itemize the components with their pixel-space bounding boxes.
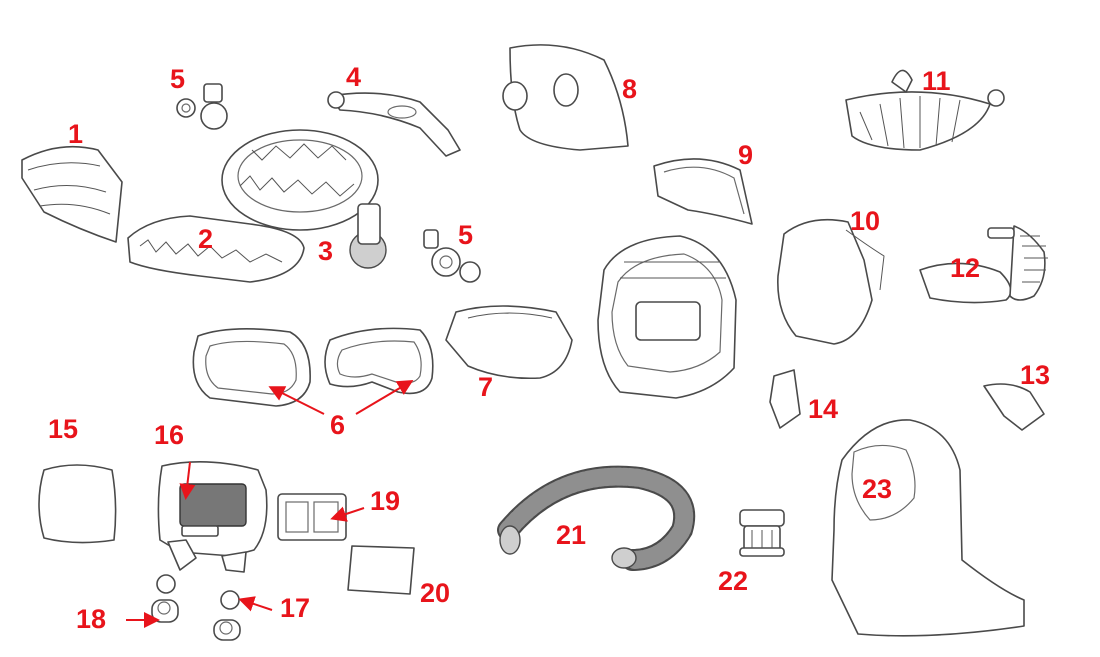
part-19-inner-lens [277,493,347,541]
callout-label-15: 15 [48,414,79,444]
part-17-battery-holder [213,590,241,641]
callout-label-8: 8 [622,74,638,104]
part-9-hood [653,158,753,225]
part-5-knob-bottom [423,229,481,283]
part-21-breathing-tube [497,465,696,571]
callout-label-18: 18 [76,604,107,634]
part-8-outer-shell [502,44,629,151]
callout-label-9: 9 [738,140,754,170]
part-3-head-harness [221,129,387,269]
callout-label-21: 21 [556,520,587,550]
part-13-small-clip [983,383,1045,431]
callout-label-7: 7 [478,372,494,402]
callout-label-23: 23 [862,474,893,504]
part-4-top-strap [327,91,461,157]
part-11-face-seal [845,69,1005,151]
part-16-adf-cassette [157,461,268,573]
callout-label-17: 17 [280,593,311,623]
callout-label-16: 16 [154,420,185,450]
part-10-head-cover [777,218,885,345]
part-18-battery-holder [151,574,179,623]
callout-label-10: 10 [850,206,881,236]
callout-label-3: 3 [318,236,334,266]
part-6-gaskets [192,327,434,415]
part-22-filter-canister [739,509,785,557]
welding-helmet-assembly [597,235,737,399]
callout-label-2: 2 [198,224,214,254]
callout-label-13: 13 [1020,360,1051,390]
callout-label-5-top: 5 [170,64,186,94]
part-20-filter-plate [347,545,415,595]
callout-label-4: 4 [346,62,362,92]
callout-label-6: 6 [330,410,346,440]
callout-label-14: 14 [808,394,839,424]
part-23-full-hood [831,419,1025,637]
callout-label-22: 22 [718,566,749,596]
callout-label-12: 12 [950,253,981,283]
callout-label-19: 19 [370,486,401,516]
callout-label-11: 11 [922,66,951,96]
part-2-sweatband [127,215,305,283]
part-14-strap-piece [769,369,801,429]
part-12-air-adaptor [919,225,1048,304]
part-5-knob-top [176,83,228,130]
part-1-front-cover [21,145,123,243]
part-7-visor-lens [445,305,573,380]
part-15-cover-lens [38,464,117,544]
callout-label-5-bottom: 5 [458,220,474,250]
callout-label-20: 20 [420,578,451,608]
callout-label-1: 1 [68,119,84,149]
